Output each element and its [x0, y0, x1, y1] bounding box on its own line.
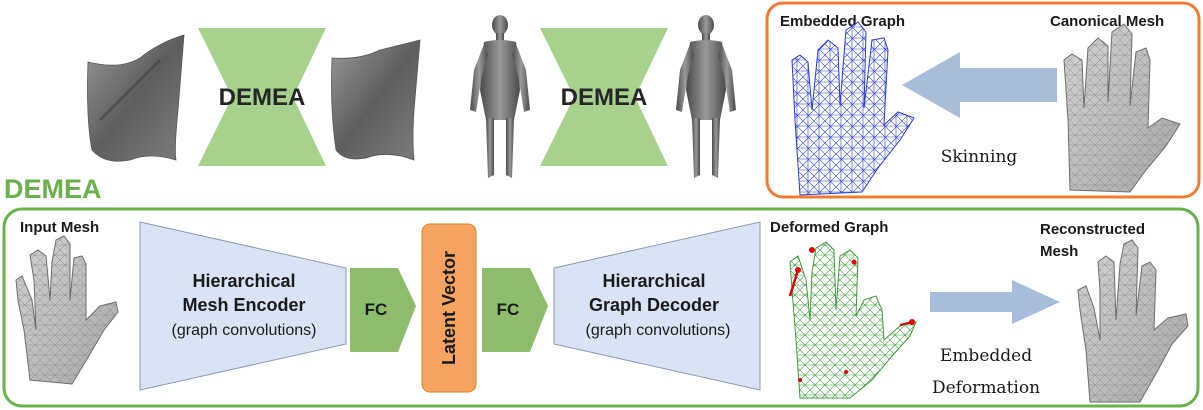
demea-bowtie-left-label: DEMEA [219, 84, 306, 111]
embedded-graph-hand [791, 21, 915, 196]
cloth-input-image [87, 34, 185, 162]
skinning-label: Skinning [941, 147, 1018, 167]
fc-block-1-label: FC [365, 300, 388, 319]
reconstructed-mesh-label-line2: Mesh [1040, 243, 1078, 260]
embedded-deformation-arrow [930, 280, 1060, 324]
input-mesh-hand [15, 235, 119, 385]
reconstructed-mesh-label-line1: Reconstructed [1040, 221, 1145, 238]
mesh-encoder-block [139, 221, 347, 391]
demea-pipeline-panel [2, 207, 1200, 408]
demea-bowtie-right [540, 28, 668, 166]
cloth-fold [98, 58, 162, 122]
deformed-graph-label: Deformed Graph [770, 219, 888, 236]
encoder-title-line1: Hierarchical [192, 271, 295, 291]
fc-block-2-label: FC [497, 300, 520, 319]
embedded-graph-label: Embedded Graph [780, 13, 905, 30]
fc-block-2 [482, 268, 548, 352]
body-output-image [676, 15, 736, 178]
demea-section-title: DEMEA [4, 174, 102, 204]
skinning-arrow [902, 52, 1057, 118]
input-mesh-label: Input Mesh [20, 219, 99, 236]
encoder-title-line2: Mesh Encoder [182, 295, 305, 315]
decoder-subtitle: (graph convolutions) [586, 322, 731, 339]
embedded-deformation-line1: Embedded [940, 346, 1032, 366]
encoder-subtitle: (graph convolutions) [172, 322, 317, 339]
cloth-output-image [331, 39, 421, 161]
latent-vector-block [421, 223, 477, 393]
decoder-title-line1: Hierarchical [602, 271, 705, 291]
demea-bowtie-left [198, 28, 326, 166]
skinning-panel [765, 1, 1201, 199]
reconstructed-mesh-hand [1077, 239, 1189, 403]
embedded-deformation-line2: Deformation [932, 378, 1040, 398]
graph-decoder-block [553, 221, 761, 391]
canonical-mesh-label: Canonical Mesh [1050, 13, 1164, 30]
canonical-mesh-hand [1063, 23, 1181, 193]
latent-vector-label: Latent Vector [439, 251, 459, 365]
demea-bowtie-right-label: DEMEA [561, 84, 648, 111]
fc-block-1 [350, 268, 416, 352]
deformed-graph-hand [788, 241, 917, 399]
decoder-title-line2: Graph Decoder [589, 295, 719, 315]
body-input-image [470, 15, 530, 178]
